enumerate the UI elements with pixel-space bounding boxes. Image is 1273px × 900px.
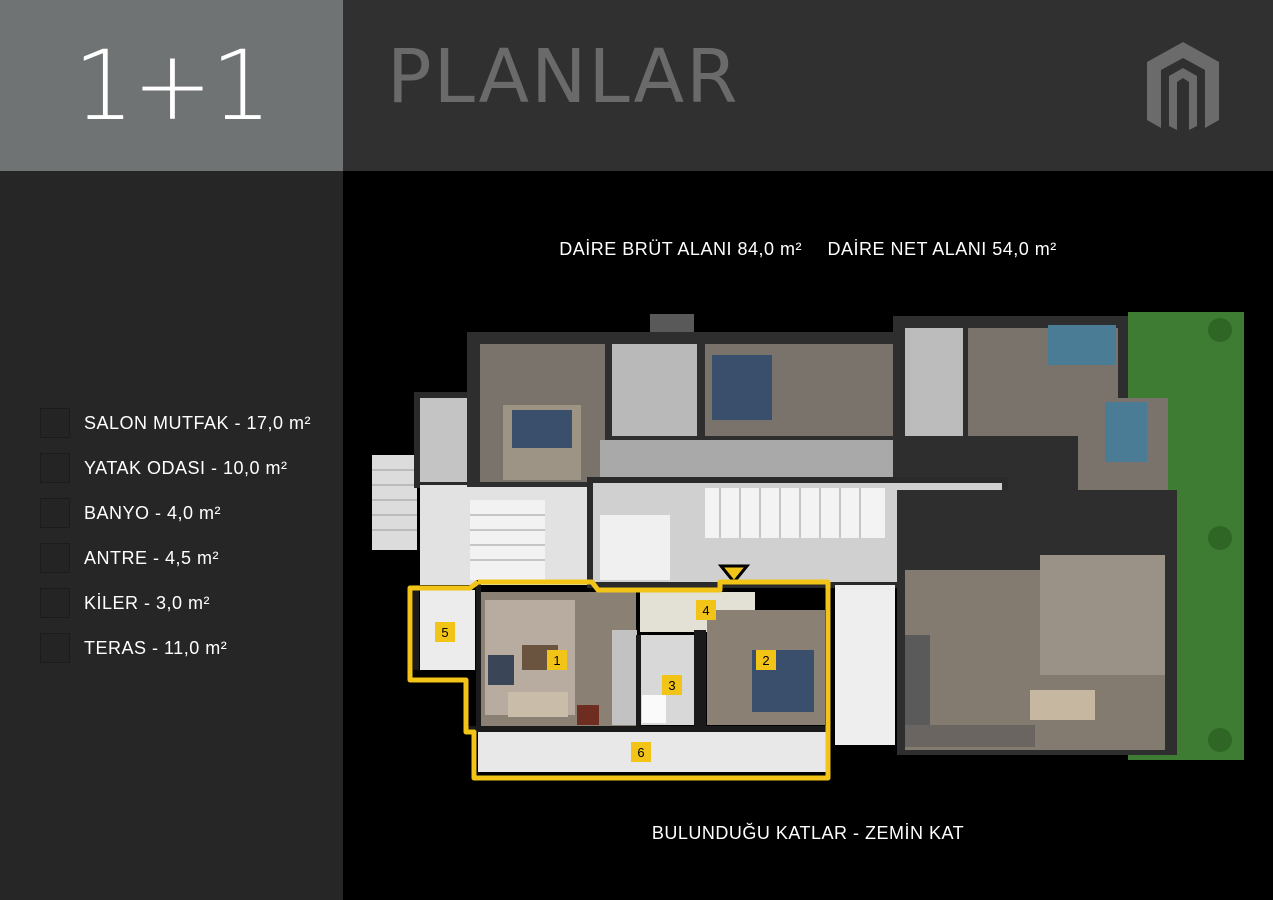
room-number: 6 — [637, 745, 644, 760]
room-number: 2 — [762, 653, 769, 668]
stairs — [470, 500, 545, 580]
legend-swatch — [40, 453, 70, 483]
legend-label: TERAS - 11,0 m² — [84, 637, 228, 658]
legend-swatch — [40, 498, 70, 528]
legend-label: KİLER - 3,0 m² — [84, 592, 211, 613]
entrance-arrow-icon — [717, 564, 751, 585]
legend-item-teras: TERAS - 11,0 m² — [40, 633, 227, 663]
bed — [512, 410, 572, 448]
stove — [577, 705, 599, 725]
room-badge-5: 5 — [435, 622, 455, 642]
legend-item-yatak-odasi: YATAK ODASI - 10,0 m² — [40, 453, 288, 483]
legend-item-antre: ANTRE - 4,5 m² — [40, 543, 219, 573]
page-title: PLANLAR — [387, 34, 740, 120]
room-badge-1: 1 — [547, 650, 567, 670]
bed — [712, 355, 772, 420]
legend-label: BANYO - 4,0 m² — [84, 502, 222, 523]
sofa — [508, 692, 568, 717]
dining-table — [1030, 690, 1095, 720]
entrance-steps — [372, 455, 417, 550]
room-number: 5 — [441, 625, 448, 640]
floor-info: BULUNDUĞU KATLAR - ZEMİN KAT — [651, 823, 965, 843]
area-summary: DAİRE BRÜT ALANI 84,0 m² DAİRE NET ALANI… — [343, 239, 1273, 260]
legend-swatch — [40, 408, 70, 438]
room-number: 3 — [668, 678, 675, 693]
net-area: DAİRE NET ALANI 54,0 m² — [827, 239, 1057, 259]
room-number: 1 — [553, 653, 560, 668]
gross-area: DAİRE BRÜT ALANI 84,0 m² — [559, 239, 802, 259]
legend-panel: SALON MUTFAK - 17,0 m² YATAK ODASI - 10,… — [0, 171, 343, 900]
unit-type-panel: 1+1 — [0, 0, 343, 171]
legend-label: YATAK ODASI - 10,0 m² — [84, 457, 288, 478]
header-bar: PLANLAR — [343, 0, 1273, 171]
room-teras — [478, 732, 826, 772]
room-badge-6: 6 — [631, 742, 651, 762]
armchair — [488, 655, 514, 685]
bed — [1105, 402, 1147, 462]
floor-plan-area: DAİRE BRÜT ALANI 84,0 m² DAİRE NET ALANI… — [343, 171, 1273, 900]
elevator — [600, 515, 670, 580]
legend-item-salon-mutfak: SALON MUTFAK - 17,0 m² — [40, 408, 311, 438]
company-logo — [1147, 42, 1219, 130]
room-badge-4: 4 — [696, 600, 716, 620]
floor-plan: 1 2 3 4 5 6 — [372, 312, 1244, 781]
legend-item-banyo: BANYO - 4,0 m² — [40, 498, 221, 528]
room-badge-2: 2 — [756, 650, 776, 670]
legend-label: SALON MUTFAK - 17,0 m² — [84, 412, 312, 433]
legend-label: ANTRE - 4,5 m² — [84, 547, 220, 568]
legend-swatch — [40, 633, 70, 663]
unit-highlight — [407, 579, 831, 781]
legend-swatch — [40, 543, 70, 573]
legend-item-kiler: KİLER - 3,0 m² — [40, 588, 210, 618]
room-number: 4 — [702, 603, 709, 618]
room-badge-3: 3 — [662, 675, 682, 695]
unit-type: 1+1 — [73, 29, 272, 142]
legend-swatch — [40, 588, 70, 618]
bed — [1048, 325, 1116, 365]
